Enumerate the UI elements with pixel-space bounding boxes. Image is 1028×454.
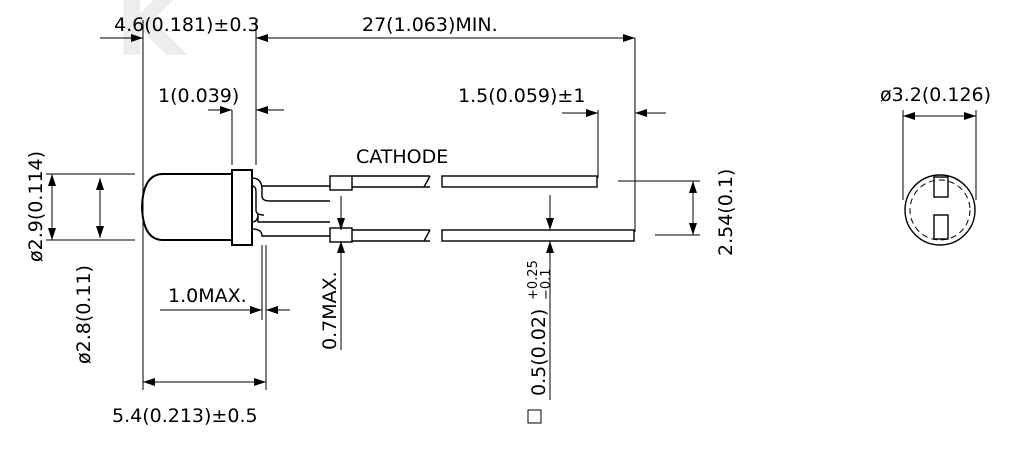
svg-text:0.5(0.02): 0.5(0.02)	[528, 309, 550, 396]
lead-lower	[441, 229, 635, 242]
dim-bottom: 5.4(0.213)±0.5	[112, 405, 258, 427]
lead-upper	[441, 175, 598, 188]
end-outer-circle	[904, 174, 976, 246]
dim-max-10: 1.0MAX.	[168, 285, 247, 307]
led-flange	[231, 169, 253, 246]
end-inner-circle	[909, 179, 971, 241]
dim-lead-square: 0.5(0.02) +0.25 −0.1	[526, 260, 554, 396]
dim-pitch: 2.54(0.1)	[715, 169, 737, 256]
dimension-lines	[46, 20, 700, 400]
end-lead-lower	[933, 214, 949, 240]
svg-text:−0.1: −0.1	[539, 268, 554, 300]
lead-bump-upper	[329, 175, 353, 191]
square-symbol-icon	[527, 409, 542, 424]
dim-end-diameter: ø3.2(0.126)	[880, 84, 991, 106]
label-cathode: CATHODE	[356, 146, 448, 168]
dim-top-left: 4.6(0.181)±0.3	[114, 14, 260, 36]
dim-max-07: 0.7MAX.	[319, 271, 341, 350]
svg-text:+0.25: +0.25	[526, 260, 541, 300]
lead-lower-bend	[251, 228, 330, 237]
dim-diameter-outer: ø2.9(0.114)	[25, 151, 47, 262]
lead-upper-bend	[251, 177, 330, 202]
dim-flange: 1(0.039)	[158, 85, 239, 107]
lead-bump-lower	[329, 227, 353, 243]
led-end-view	[902, 110, 977, 246]
dim-diameter-inner: ø2.8(0.11)	[73, 265, 95, 364]
end-lead-upper	[933, 176, 949, 198]
led-dome	[140, 173, 232, 241]
dim-lead-cut: 1.5(0.059)±1	[458, 85, 585, 107]
led-side-view	[140, 169, 635, 246]
dim-top-right: 27(1.063)MIN.	[362, 14, 498, 36]
